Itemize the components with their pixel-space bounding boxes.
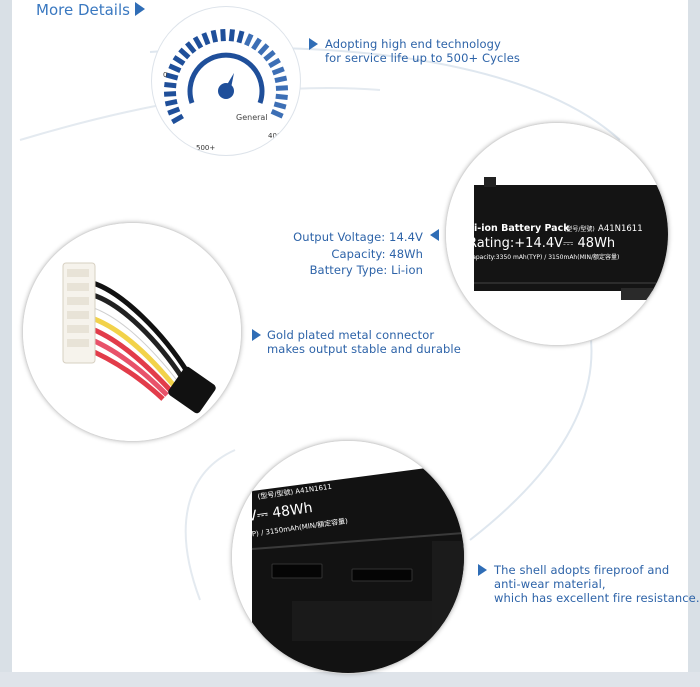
gauge-tick xyxy=(268,57,281,69)
connector-arrow-icon xyxy=(252,329,261,341)
gauge-tick xyxy=(178,47,191,60)
header-arrow-icon xyxy=(134,2,145,16)
battery-label-image: Li-ion Battery Pack (型号/型號) A41N1611 Rat… xyxy=(446,123,668,345)
footer-bar xyxy=(0,672,700,687)
battery-shell-image: (型号/型號) A41N1611 V⎓ 48Wh YP) / 3150mAh(M… xyxy=(232,441,464,673)
gauge-tick xyxy=(172,55,186,66)
technology-arrow-icon xyxy=(309,38,318,50)
gauge-icon: 0 General 400 500+ xyxy=(163,28,289,152)
connector-line1: Gold plated metal connector xyxy=(267,328,435,342)
gauge-tick xyxy=(192,36,204,49)
technology-line1: Adopting high end technology xyxy=(325,37,501,51)
gauge-tick xyxy=(257,43,270,56)
header-title: More Details xyxy=(36,1,130,19)
gauge-tick xyxy=(163,91,177,97)
gauge-tick xyxy=(271,66,285,76)
gauge-label-500: 500+ xyxy=(196,144,215,152)
technology-line2: for service life up to 500+ Cycles xyxy=(325,51,520,65)
section-header: More Details xyxy=(36,1,145,19)
label-model: A41N1611 xyxy=(598,224,643,234)
shell-arrow-icon xyxy=(478,564,487,576)
gauge-tick xyxy=(273,101,287,110)
gauge-label-400: 400 xyxy=(268,132,281,140)
gauge-tick xyxy=(185,41,197,54)
specs-text: Output Voltage: 14.4V Capacity: 48Wh Bat… xyxy=(260,229,423,279)
spec-capacity: Capacity: 48Wh xyxy=(331,246,423,261)
cycle-gauge-circle: 0 General 400 500+ xyxy=(151,6,301,156)
gauge-label-zero: 0 xyxy=(163,71,167,79)
gauge-tick xyxy=(167,106,181,116)
shell-line3: which has excellent fire resistance. xyxy=(494,591,700,605)
connector-circle xyxy=(22,222,242,442)
gauge-tick xyxy=(210,29,219,43)
connector-image xyxy=(23,223,241,441)
gauge-tick xyxy=(171,113,184,125)
gauge-tick xyxy=(164,82,177,89)
gauge-tick xyxy=(168,63,182,73)
gauge-tick xyxy=(165,72,179,81)
connector-text: Gold plated metal connector makes output… xyxy=(267,328,461,356)
shell-line1: The shell adopts fireproof and xyxy=(494,563,670,577)
gauge-tick xyxy=(228,29,235,42)
label-rating: Rating:+14.4V⎓ 48Wh xyxy=(468,236,615,251)
gauge-tick xyxy=(164,98,178,107)
gauge-tick xyxy=(201,32,211,46)
spec-output-voltage: Output Voltage: 14.4V xyxy=(293,230,423,244)
gauge-tick xyxy=(220,28,226,42)
battery-shell-circle: (型号/型號) A41N1611 V⎓ 48Wh YP) / 3150mAh(M… xyxy=(231,440,465,674)
gauge-label-general: General xyxy=(236,113,268,122)
connector-line2: makes output stable and durable xyxy=(267,342,461,356)
gauge-tick xyxy=(274,75,288,84)
gauge-tick xyxy=(236,30,245,44)
label-pack-title: Li-ion Battery Pack xyxy=(468,223,570,234)
battery-label-circle: Li-ion Battery Pack (型号/型號) A41N1611 Rat… xyxy=(445,122,669,346)
technology-text: Adopting high end technology for service… xyxy=(325,37,520,65)
gauge-tick xyxy=(270,109,284,119)
shell-line2: anti-wear material, xyxy=(494,577,606,591)
specs-arrow-icon xyxy=(430,229,439,241)
gauge-tick xyxy=(275,93,288,100)
gauge-tick xyxy=(244,33,254,47)
gauge-tick xyxy=(275,85,289,91)
gauge-tick xyxy=(263,50,276,62)
label-model-prefix: (型号/型號) xyxy=(564,225,595,233)
shell-text: The shell adopts fireproof and anti-wear… xyxy=(494,563,700,605)
gauge-tick xyxy=(251,37,262,51)
label-capacity: Capacity:3350 mAh(TYP) / 3150mAh(MIN/额定容… xyxy=(468,253,619,261)
spec-battery-type: Battery Type: Li-ion xyxy=(309,263,423,277)
